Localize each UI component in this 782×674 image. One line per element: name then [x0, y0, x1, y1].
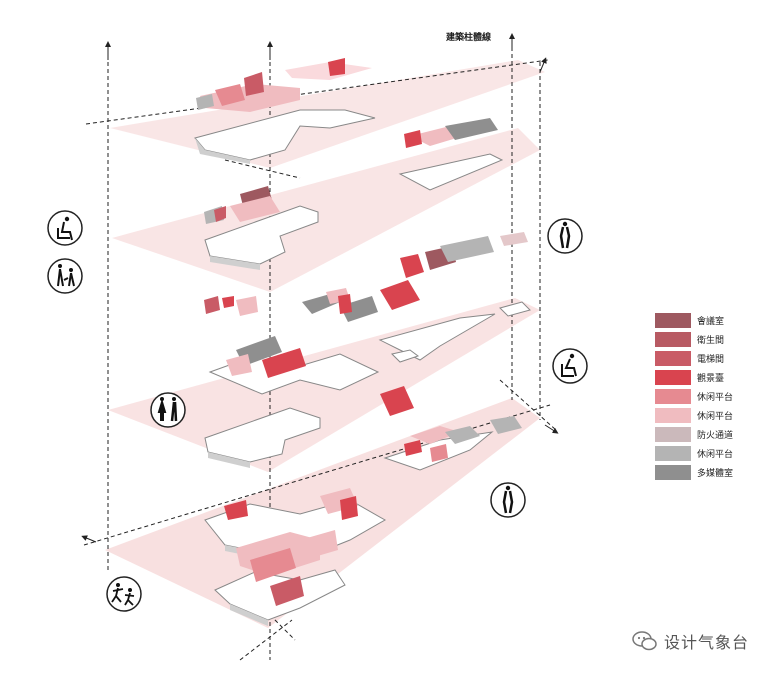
- block-second-pink: [230, 196, 280, 222]
- block-top-red: [215, 84, 245, 106]
- floor-ground-content: [204, 416, 522, 626]
- block-ground-small-4: [430, 444, 448, 462]
- block-mid-grey-2: [340, 296, 378, 322]
- slab-third-small: [391, 349, 420, 363]
- legend-label: 休闲平台: [697, 412, 734, 422]
- block-ground-grey-right: [490, 416, 522, 434]
- block-mid-red-3: [338, 294, 352, 314]
- block-ground-small-1: [410, 426, 460, 444]
- standing-person-icon: [547, 218, 583, 254]
- legend-label: 會議室: [697, 317, 725, 327]
- block-ground-red-1: [250, 548, 296, 582]
- legend-swatch: [655, 408, 691, 423]
- floor-plane-second: [112, 128, 540, 292]
- legend-swatch: [655, 370, 691, 385]
- legend-item: 多媒體室: [655, 463, 765, 482]
- block-top-grey: [196, 94, 214, 110]
- watermark: 设计气象台: [632, 629, 749, 653]
- block-mid-red-2: [222, 296, 234, 308]
- floor-second-content: [204, 118, 504, 270]
- block-ground-red-3: [340, 496, 358, 520]
- axis-arrows: [81, 33, 559, 543]
- legend-item: 防火通道: [655, 425, 765, 444]
- seated-reading-person-icon: [552, 348, 588, 384]
- floor-middle-content: [204, 232, 531, 322]
- legend-item: 休闲平台: [655, 444, 765, 463]
- legend-item: 休闲平台: [655, 406, 765, 425]
- block-third-red: [262, 348, 306, 378]
- block-ground-red-2: [224, 500, 248, 520]
- block-ground-small-2: [445, 426, 480, 444]
- legend-label: 觀景臺: [697, 374, 725, 384]
- slab-second-right: [398, 153, 504, 191]
- floor-top-content: [194, 58, 376, 164]
- block-mid-grey-3: [440, 236, 494, 262]
- wechat-icon: [632, 631, 657, 651]
- legend-swatch: [655, 313, 691, 328]
- slab-second-left: [204, 205, 319, 265]
- block-mid-red-4: [400, 254, 424, 278]
- block-top-lightpink: [285, 62, 372, 80]
- block-top-dark: [244, 72, 264, 96]
- legend-swatch: [655, 332, 691, 347]
- block-third-red-2: [380, 386, 414, 416]
- block-second-right-grey: [445, 118, 498, 140]
- legend-swatch: [655, 446, 691, 461]
- column-line-label: 建築柱體線: [446, 33, 492, 43]
- legend-swatch: [655, 389, 691, 404]
- seated-person-icon: [47, 210, 83, 246]
- legend: 會議室 衛生間 電梯間 觀景臺 休闲平台 休闲平台 防火通道 休闲平台 多媒體室: [655, 311, 765, 482]
- block-ground-small-3: [404, 440, 422, 456]
- block-second-red: [214, 206, 226, 222]
- watermark-text: 设计气象台: [664, 633, 750, 652]
- legend-item: 觀景臺: [655, 368, 765, 387]
- block-third-pink: [226, 354, 252, 376]
- block-second-right-red: [404, 130, 422, 148]
- legend-item: 會議室: [655, 311, 765, 330]
- block-mid-lightpink: [500, 232, 528, 246]
- legend-item: 休闲平台: [655, 387, 765, 406]
- legend-label: 多媒體室: [697, 469, 734, 479]
- block-observation-red: [380, 280, 420, 310]
- legend-label: 衛生間: [697, 336, 725, 346]
- block-ground-pink-2: [300, 530, 338, 560]
- floor-third-content: [204, 313, 496, 468]
- legend-label: 休闲平台: [697, 450, 734, 460]
- legend-label: 電梯間: [697, 355, 725, 365]
- legend-item: 衛生間: [655, 330, 765, 349]
- block-ground-dark: [270, 576, 304, 606]
- legend-swatch: [655, 351, 691, 366]
- block-mid-lightpink-2: [499, 301, 531, 317]
- legend-item: 電梯間: [655, 349, 765, 368]
- children-playing-icon: [106, 576, 142, 612]
- slab-third-right: [378, 313, 496, 361]
- legend-swatch: [655, 465, 691, 480]
- block-top-smallred: [328, 58, 345, 76]
- legend-label: 防火通道: [697, 431, 734, 441]
- block-mid-red-1: [204, 296, 220, 314]
- two-people-icon: [150, 392, 186, 428]
- block-mid-pink: [236, 296, 258, 316]
- single-person-icon: [490, 482, 526, 518]
- legend-label: 休闲平台: [697, 393, 734, 403]
- legend-swatch: [655, 427, 691, 442]
- standing-people-icon: [47, 258, 83, 294]
